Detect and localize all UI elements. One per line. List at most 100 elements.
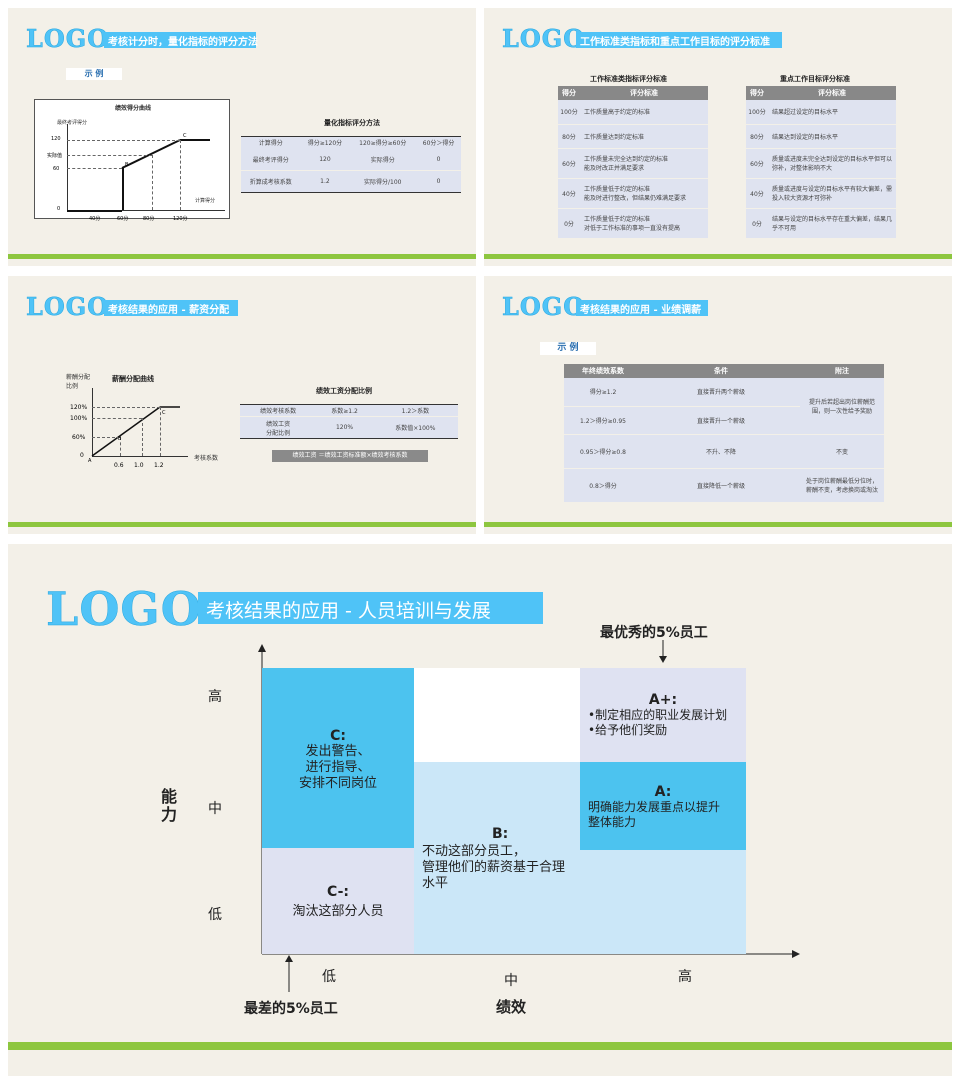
- table-cell: 实际得分/100: [349, 170, 417, 193]
- table-cell: 绩效考核系数: [240, 404, 317, 417]
- y-axis: [92, 388, 93, 456]
- key-work-score-table: 得分 评分标准 100分结果超过设定的目标水平 80分结果达到设定的目标水平 6…: [746, 86, 896, 239]
- table-cell: 80分: [558, 124, 580, 149]
- table-header: 得分: [746, 86, 768, 100]
- table-header: 得分: [558, 86, 580, 100]
- x-axis-label: 考核系数: [194, 455, 219, 462]
- table-row: 得分≥1.2 直接晋升两个薪级 提升后若超出岗位薪酬范围，则一次性给予奖励: [564, 378, 884, 435]
- table-cell: 0分: [558, 208, 580, 239]
- table-cell: 质量或进度未完全达到设定的目标水平但可以弥补，对整体影响不大: [768, 148, 896, 179]
- table-row: 绩效工资 分配比例 120% 系数值×100%: [240, 416, 458, 439]
- green-footer-bar: [8, 522, 476, 527]
- table-cell: 系数≥1.2: [316, 404, 373, 417]
- cell-a: A: 明确能力发展重点以提升 整体能力: [580, 762, 746, 850]
- green-footer-bar: [8, 1042, 952, 1050]
- table-row: 40分工作质量低于约定的标准 能及时进行整改，但结果仍难满足要求: [558, 178, 708, 209]
- table-title: 绩效工资分配比例: [316, 387, 372, 395]
- table-cell: 最终考评得分: [241, 148, 301, 171]
- table-row: 0分结果与设定的目标水平存在重大偏差，结果几乎不可用: [746, 208, 896, 239]
- guide-actual: [67, 155, 152, 156]
- table-cell: 0: [416, 148, 461, 171]
- x-level-low: 低: [322, 969, 336, 985]
- table-header: 120≥得分≥60分: [349, 136, 417, 149]
- y-tick-120: 120%: [70, 404, 88, 411]
- logo: LOGO: [502, 292, 586, 322]
- cell-a-title: A:: [654, 784, 672, 800]
- score-curve-chart: 绩效得分曲线 最终考评得分 计算得分 120 实际值 60 0 40分 60分 …: [34, 99, 230, 222]
- table-cell: 直接晋升两个薪级: [642, 378, 800, 407]
- table-header-row: 计算得分 得分≥120分 120≥得分≥60分 60分＞得分: [241, 136, 461, 149]
- table-cell: 直接降低一个薪级: [642, 468, 800, 503]
- guide-120: [92, 407, 160, 408]
- guide-0.6: [120, 437, 121, 456]
- table-header: 60分＞得分: [416, 136, 461, 149]
- top-performers-label: 最优秀的5%员工: [600, 625, 708, 641]
- table-row: 折算成考核系数 1.2 实际得分/100 0: [241, 170, 461, 193]
- slide-5: LOGO 考核结果的应用 - 人员培训与发展 最优秀的5%员工 C: 发出警告、…: [8, 544, 952, 1076]
- table-row: 40分质量或进度与设定的目标水平有较大偏差，需投入较大资源才可弥补: [746, 178, 896, 209]
- table-cell: 实际得分: [349, 148, 417, 171]
- table-cell: 60分: [558, 148, 580, 179]
- annual-raise-table: 年终绩效系数 条件 附注 得分≥1.2 直接晋升两个薪级 提升后若超出岗位薪酬范…: [564, 364, 884, 503]
- table-cell: 不升、不降: [642, 434, 800, 469]
- table-cell: 1.2: [300, 170, 350, 193]
- x-tick-60: 60分: [117, 216, 129, 222]
- x-tick-1.0: 1.0: [134, 462, 144, 469]
- table-row: 0分工作质量低于约定的标准 对低于工作标准的事项一直没有提高: [558, 208, 708, 239]
- table-cell: 0: [416, 170, 461, 193]
- x-tick-80: 80分: [143, 216, 155, 222]
- slide-3: LOGO 考核结果的应用 - 薪资分配 薪酬分配 比例 薪酬分配曲线 考核系数 …: [8, 276, 476, 534]
- table-cell: 100分: [746, 100, 768, 125]
- chart-title: 薪酬分配曲线: [112, 375, 154, 383]
- table-cell: 60分: [746, 148, 768, 179]
- x-axis: [92, 456, 188, 457]
- formula-banner: 绩效工资 ＝绩效工资标准额×绩效考核系数: [272, 450, 428, 462]
- table-row: 最终考评得分 120 实际得分 0: [241, 148, 461, 171]
- table-cell: 结果超过设定的目标水平: [768, 100, 896, 125]
- y-level-mid: 中: [208, 801, 222, 817]
- table-row: 1.2＞得分≥0.95 直接晋升一个薪级: [564, 406, 884, 435]
- table-cell: 不变: [800, 434, 884, 469]
- table-row: 0.95＞得分≥0.8 不升、不降 不变: [564, 434, 884, 469]
- table-title: 量化指标评分方法: [324, 119, 380, 127]
- green-footer-bar: [8, 254, 476, 259]
- table-cell: 1.2＞系数: [372, 404, 458, 417]
- cell-c-title: C:: [330, 728, 346, 744]
- slide-title: 考核结果的应用 - 业绩调薪: [576, 300, 708, 316]
- logo: LOGO: [502, 24, 586, 54]
- table-cell: 结果与设定的目标水平存在重大偏差，结果几乎不可用: [768, 208, 896, 239]
- bottom-arrow-icon: [285, 955, 293, 992]
- cell-b-title: B:: [492, 826, 509, 842]
- example-badge: 示 例: [66, 68, 122, 80]
- cell-white: [414, 668, 580, 762]
- table-header: 年终绩效系数: [564, 364, 642, 378]
- guide-1.0: [142, 418, 143, 456]
- table-row: 100分工作质量高于约定的标准: [558, 100, 708, 125]
- table-header: 计算得分: [241, 136, 301, 149]
- quantified-score-table: 计算得分 得分≥120分 120≥得分≥60分 60分＞得分 最终考评得分 12…: [241, 136, 461, 193]
- table-cell: 1.2＞得分≥0.95: [564, 406, 642, 435]
- cell-a-plus: A+: •制定相应的职业发展计划 •给予他们奖励: [580, 668, 746, 762]
- x-tick-40: 40分: [89, 216, 101, 222]
- y-level-high: 高: [208, 689, 222, 705]
- table-row: 60分质量或进度未完全达到设定的目标水平但可以弥补，对整体影响不大: [746, 148, 896, 179]
- right-table-title: 重点工作目标评分标准: [780, 75, 850, 83]
- table-cell: 100分: [558, 100, 580, 125]
- table-cell: 工作质量低于约定的标准 对低于工作标准的事项一直没有提高: [580, 208, 708, 239]
- table-cell: 得分≥1.2: [564, 378, 642, 407]
- y-tick-actual: 实际值: [47, 153, 63, 159]
- y-tick-100: 100%: [70, 415, 88, 422]
- table-cell: 折算成考核系数: [241, 170, 301, 193]
- y-axis-label: 最终考评得分: [57, 120, 88, 126]
- cell-a-plus-text: •制定相应的职业发展计划 •给予他们奖励: [588, 708, 728, 737]
- table-header-row: 年终绩效系数 条件 附注: [564, 364, 884, 378]
- bottom-performers-label: 最差的5%员工: [244, 1001, 338, 1017]
- table-cell: 工作质量高于约定的标准: [580, 100, 708, 125]
- table-cell: 0.8＞得分: [564, 468, 642, 503]
- green-footer-bar: [484, 522, 952, 527]
- standard-score-table: 得分 评分标准 100分工作质量高于约定的标准 80分工作质量达到约定标准 60…: [558, 86, 708, 239]
- logo: LOGO: [26, 24, 110, 54]
- guide-100: [92, 418, 142, 419]
- table-row: 100分结果超过设定的目标水平: [746, 100, 896, 125]
- x-level-high: 高: [678, 969, 692, 985]
